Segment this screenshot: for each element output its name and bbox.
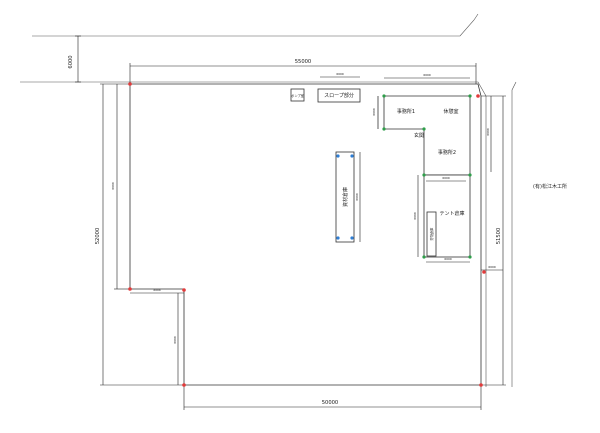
material-warehouse: xxxx 資材倉庫 [335, 151, 361, 243]
green-marker [468, 173, 472, 177]
dimension-52000: 52000 [95, 83, 184, 386]
red-marker [479, 383, 483, 387]
storage-warehouse-label: 貯物倉庫 [429, 227, 434, 241]
slope-area: スロープ部分 [317, 88, 361, 103]
dimension-inner-left: xxxx [111, 84, 130, 290]
dimension-50000-label: 50000 [322, 400, 339, 406]
green-marker [468, 94, 472, 98]
red-marker [128, 82, 132, 86]
svg-text:xxxx: xxxx [372, 108, 376, 116]
road-edge-upper [32, 13, 479, 37]
green-marker [422, 127, 426, 131]
blue-marker [336, 154, 340, 158]
green-marker [382, 127, 386, 131]
red-marker [182, 288, 186, 292]
office-building: xxxx 事務所1 休憩室 玄関 事務所2 [372, 95, 471, 176]
dimension-52000-label: 52000 [95, 228, 101, 245]
tent-warehouse-label: テント倉庫 [439, 210, 464, 217]
dimension-51500: 51500 [481, 95, 506, 386]
green-marker [422, 173, 426, 177]
svg-text:xxxx: xxxx [413, 212, 417, 220]
road-edge-lower [20, 81, 487, 97]
restroom-label: 休憩室 [443, 108, 458, 115]
dimension-50000: 50000 [183, 385, 482, 410]
svg-text:xxxx: xxxx [486, 128, 490, 136]
red-markers [128, 82, 486, 387]
road-edge-right-outer [511, 81, 517, 387]
site-boundary [129, 83, 482, 386]
office2-label: 事務所2 [438, 149, 456, 156]
pump-room: ポンプ室 [290, 88, 305, 102]
svg-text:xxxx: xxxx [488, 265, 496, 269]
dimension-office-top: xxxx [384, 73, 470, 79]
svg-text:xxxx: xxxx [173, 336, 177, 344]
dimension-6000-label: 6000 [68, 55, 74, 68]
red-marker [128, 287, 132, 291]
red-marker [482, 270, 486, 274]
neighbor-label: (有)松江木工所 [533, 183, 567, 190]
green-marker [422, 255, 426, 259]
dimension-notch: xxxx xxxx [130, 288, 184, 385]
svg-text:xxxx: xxxx [442, 176, 450, 180]
green-marker [382, 94, 386, 98]
storage-warehouse: 貯物倉庫 [426, 211, 437, 257]
svg-text:xxxx: xxxx [336, 72, 344, 76]
dimension-55000: 55000 [129, 59, 477, 84]
blue-marker [350, 154, 354, 158]
blue-marker [336, 236, 340, 240]
dimension-6000: 6000 [68, 35, 81, 83]
svg-text:xxxx: xxxx [355, 193, 359, 201]
dimension-55000-label: 55000 [295, 59, 312, 65]
green-marker [468, 255, 472, 259]
slope-label: スロープ部分 [324, 92, 354, 99]
blue-marker [350, 236, 354, 240]
red-marker [182, 383, 186, 387]
green-markers [382, 94, 472, 259]
entrance-label: 玄関 [414, 132, 424, 139]
material-warehouse-label: 資材倉庫 [342, 187, 349, 207]
svg-text:xxxx: xxxx [444, 257, 452, 261]
dimension-right-small: xxxx xxxx [481, 96, 503, 271]
tent-warehouse: xxxx xxxx xxxx テント倉庫 [413, 174, 471, 263]
red-marker [476, 94, 480, 98]
dimension-slope: xxxx [320, 72, 360, 78]
blue-markers [336, 154, 354, 240]
dimension-51500-label: 51500 [496, 228, 502, 245]
pump-room-label: ポンプ室 [291, 93, 304, 98]
svg-text:xxxx: xxxx [153, 288, 161, 292]
dimension-inner-left-label: xxxx [111, 182, 115, 190]
svg-text:xxxx: xxxx [423, 73, 431, 77]
office1-label: 事務所1 [397, 108, 415, 115]
